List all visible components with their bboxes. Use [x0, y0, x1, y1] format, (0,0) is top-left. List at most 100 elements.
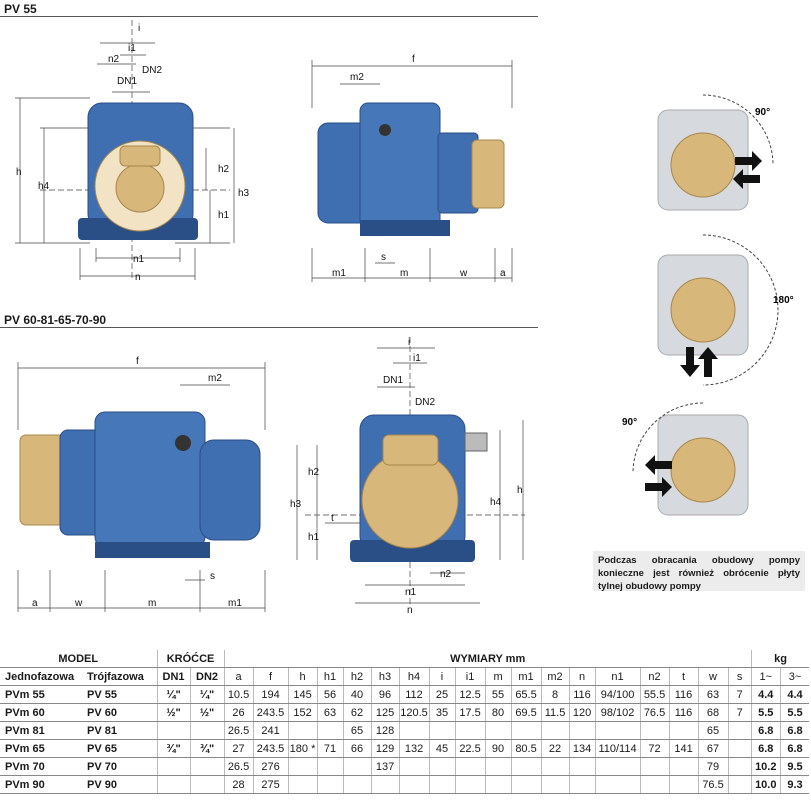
table-cell — [594, 757, 641, 776]
table-cell — [189, 775, 225, 794]
table-cell — [568, 721, 596, 740]
table-cell: 65 — [697, 721, 729, 740]
table-cell: 80 — [484, 703, 512, 722]
table-cell: 145 — [287, 685, 318, 704]
table-cell: PVm 65 — [0, 739, 82, 758]
table-cell — [727, 739, 752, 758]
table-cell — [156, 721, 191, 740]
subheader-cell: s — [727, 667, 752, 686]
table-cell: 243.5 — [252, 703, 289, 722]
rotation-90-right: 90° — [657, 94, 774, 211]
table-cell: 11.5 — [540, 703, 570, 722]
subheader-cell: h4 — [398, 667, 430, 686]
table-cell: 116 — [568, 685, 596, 704]
label-t-pv60: t — [331, 513, 334, 524]
label-h: h — [16, 167, 22, 178]
table-cell: PVm 55 — [0, 685, 82, 704]
subheader-cell: m2 — [540, 667, 570, 686]
label-h3-pv60: h3 — [290, 499, 302, 510]
table-cell: 243.5 — [252, 739, 289, 758]
header-kg: kg — [750, 650, 810, 668]
pv55-side-drawing: f m2 s m1 m w a — [311, 54, 513, 282]
table-cell — [287, 721, 318, 740]
table-cell: 112 — [398, 685, 430, 704]
table-cell — [454, 775, 486, 794]
table-cell: 28 — [223, 775, 254, 794]
table-cell: 68 — [697, 703, 729, 722]
label-n2-pv60: n2 — [440, 569, 452, 580]
label-w-pv60: w — [74, 598, 83, 609]
subheader-cell: t — [668, 667, 699, 686]
label-dn2-pv60: DN2 — [415, 397, 435, 408]
table-cell — [287, 757, 318, 776]
label-h1: h1 — [218, 210, 230, 221]
table-cell — [668, 757, 699, 776]
table-cell: 55.5 — [639, 685, 670, 704]
table-cell: 120.5 — [398, 703, 430, 722]
table-cell — [484, 775, 512, 794]
table-cell — [156, 775, 191, 794]
table-cell — [156, 757, 191, 776]
table-cell — [727, 775, 752, 794]
table-cell: 241 — [252, 721, 289, 740]
table-cell — [510, 757, 542, 776]
label-n1: n1 — [133, 254, 145, 265]
pv55-title: PV 55 — [4, 2, 37, 16]
label-h4: h4 — [38, 181, 50, 192]
table-cell — [568, 775, 596, 794]
table-cell: 66 — [342, 739, 372, 758]
table-cell — [594, 775, 641, 794]
table-cell — [510, 721, 542, 740]
table-cell: 125 — [370, 703, 400, 722]
table-cell: 194 — [252, 685, 289, 704]
table-cell — [342, 757, 372, 776]
table-cell: 7 — [727, 685, 752, 704]
subheader-cell: m1 — [510, 667, 542, 686]
label-dn1-pv60: DN1 — [383, 375, 403, 386]
table-cell: 116 — [668, 685, 699, 704]
table-cell: PV 65 — [82, 739, 158, 758]
table-cell: 275 — [252, 775, 289, 794]
label-h4-pv60: h4 — [490, 497, 502, 508]
table-cell: 9.5 — [779, 757, 810, 776]
pv60-title: PV 60-81-65-70-90 — [4, 313, 107, 327]
table-cell: 6.8 — [750, 721, 781, 740]
label-n2: n2 — [108, 54, 120, 65]
table-cell — [428, 721, 456, 740]
subheader-cell: h2 — [342, 667, 372, 686]
table-cell: 132 — [398, 739, 430, 758]
table-cell: PV 81 — [82, 721, 158, 740]
rotation-90-left: 90° — [622, 402, 749, 516]
rotation-note: Podczas obracania obudowy pompy konieczn… — [593, 551, 805, 592]
table-cell — [540, 721, 570, 740]
label-s: s — [381, 252, 386, 263]
table-cell: 79 — [697, 757, 729, 776]
table-cell: PV 60 — [82, 703, 158, 722]
label-m2: m2 — [350, 72, 364, 83]
table-cell — [454, 721, 486, 740]
table-cell: 69.5 — [510, 703, 542, 722]
table-cell: 27 — [223, 739, 254, 758]
label-h-pv60: h — [517, 485, 523, 496]
table-cell: 10.0 — [750, 775, 781, 794]
subheader-cell: m — [484, 667, 512, 686]
table-cell: PVm 81 — [0, 721, 82, 740]
table-cell — [316, 721, 344, 740]
table-cell: 22.5 — [454, 739, 486, 758]
table-cell: 63 — [697, 685, 729, 704]
table-cell: 26.5 — [223, 721, 254, 740]
label-h1-pv60: h1 — [308, 532, 320, 543]
table-cell: PVm 90 — [0, 775, 82, 794]
pv60-rule — [0, 327, 538, 328]
table-cell: ¼" — [189, 685, 225, 704]
table-cell — [484, 721, 512, 740]
table-cell: 110/114 — [594, 739, 641, 758]
pv55-rule — [0, 16, 538, 17]
label-w: w — [459, 268, 468, 279]
table-cell: 4.4 — [779, 685, 810, 704]
table-cell — [398, 721, 430, 740]
table-cell: 4.4 — [750, 685, 781, 704]
table-cell: 116 — [668, 703, 699, 722]
